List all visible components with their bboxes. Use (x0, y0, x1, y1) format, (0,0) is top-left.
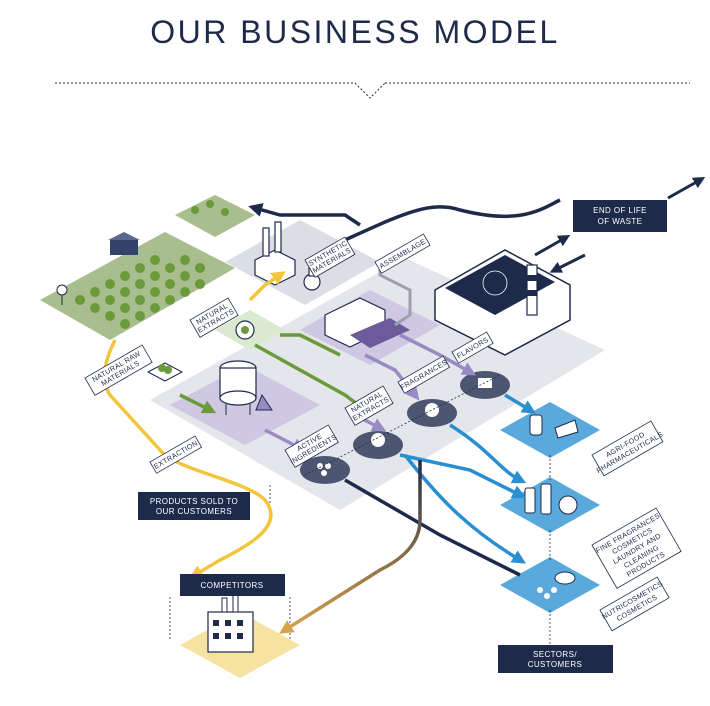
active-ingredients-node (300, 456, 350, 484)
main-factory-icon (434, 249, 571, 356)
box-competitors: COMPETITORS (180, 574, 285, 596)
box-end-of-life: END OF LIFE OF WASTE (573, 200, 667, 232)
svg-text:OUR CUSTOMERS: OUR CUSTOMERS (156, 507, 232, 516)
sector-fine-fragrances (500, 477, 600, 533)
fragrances-node (407, 399, 457, 427)
svg-text:EXTRACTION: EXTRACTION (152, 438, 199, 470)
label-nutricosmetics: NUTRICOSMETICS COSMETICS (599, 576, 670, 632)
svg-text:PRODUCTS SOLD TO: PRODUCTS SOLD TO (150, 497, 238, 506)
natural-extracts-node (353, 431, 403, 459)
svg-text:COMPETITORS: COMPETITORS (201, 581, 264, 590)
label-agri-food: AGRI-FOOD PHARMACEUTICALS (591, 420, 665, 477)
label-natural-raw-materials: NATURAL RAW MATERIALS (84, 344, 153, 396)
extraction-tank-icon (219, 360, 273, 415)
label-natural-extracts-top: NATURAL EXTRACTS (189, 297, 239, 338)
svg-text:SECTORS/: SECTORS/ (533, 650, 577, 659)
sector-nutricosmetics (500, 557, 600, 613)
page-title: OUR BUSINESS MODEL (150, 14, 560, 50)
natural-raw-materials-field (40, 195, 255, 340)
dashed-connectors (169, 374, 551, 645)
sector-agri-food (500, 402, 600, 458)
assemblage-building-icon (324, 297, 410, 348)
svg-text:END OF LIFE: END OF LIFE (593, 206, 647, 215)
box-sectors: SECTORS/ CUSTOMERS (498, 645, 613, 673)
label-fine-fragrances: FINE FRAGRANCES COSMETICS LAUNDRY AND CL… (591, 507, 682, 589)
raw-plants-icon (146, 362, 184, 382)
flavors-node (460, 371, 510, 399)
svg-text:OF WASTE: OF WASTE (598, 217, 643, 226)
title-divider (55, 82, 690, 99)
competitors-area (180, 593, 300, 678)
natural-extracts-flask-icon (235, 320, 255, 340)
box-products-sold: PRODUCTS SOLD TO OUR CUSTOMERS (138, 492, 250, 520)
svg-text:CUSTOMERS: CUSTOMERS (528, 660, 583, 669)
